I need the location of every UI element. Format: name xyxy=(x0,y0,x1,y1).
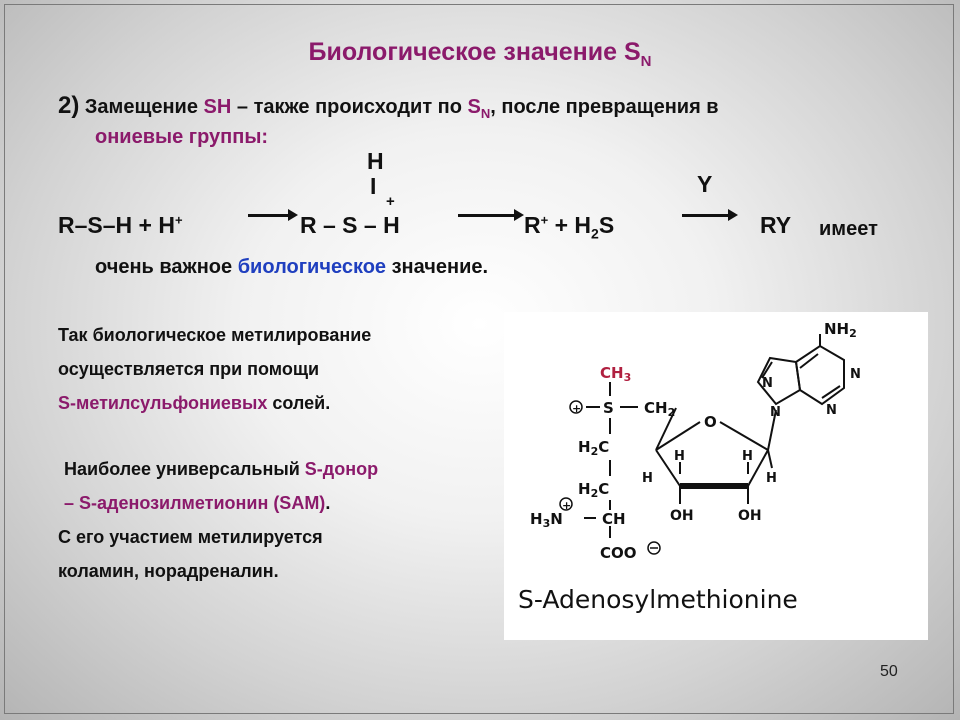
donor-line2: – S-аденозилметионин (SAM). xyxy=(64,493,331,513)
sam-structure-image: NH2 N N N N CH3 + S CH2 O H2C H2C H H H … xyxy=(504,312,928,640)
mol-h2c-1: H2C xyxy=(578,438,609,458)
sh-term: SH xyxy=(203,96,232,118)
reaction-reactant: R–S–H + H+ xyxy=(58,212,183,238)
importance-line: очень важное биологическое значение. xyxy=(95,256,489,278)
reaction-plus-charge: + xyxy=(386,193,395,210)
sn-term: SN xyxy=(467,96,491,121)
reaction-arrow-1 xyxy=(248,209,298,221)
reaction-products: R+ + H2S xyxy=(524,212,615,242)
mol-ch-label: CH xyxy=(602,510,626,528)
reaction-product-ry: RY xyxy=(760,212,792,238)
mol-n3: N xyxy=(826,403,837,418)
methylation-line1: Так биологическое метилирование xyxy=(58,325,372,345)
mol-coo-minus-circle xyxy=(647,541,661,555)
point-number: 2) xyxy=(58,92,80,119)
mol-s-plus: + xyxy=(572,402,581,415)
reaction-arrow-3 xyxy=(682,209,738,221)
mol-h-c1: H xyxy=(766,471,777,486)
mol-ch2-s-label: CH2 xyxy=(644,399,675,419)
mol-coo-label: COO xyxy=(600,544,637,562)
methylation-line2: осуществляется при помощи xyxy=(58,359,320,379)
mol-s-plus-circle xyxy=(569,400,583,414)
mol-h-c2: H xyxy=(742,449,753,464)
molecule-caption: S-Adenosylmethionine xyxy=(518,585,798,614)
donor-line4: коламин, норадреналин. xyxy=(58,561,279,581)
mol-h3n-label: H3N xyxy=(530,510,563,530)
mol-n1: N xyxy=(850,367,861,382)
mol-h-c3: H xyxy=(674,449,685,464)
slide-frame xyxy=(4,4,954,714)
mol-n-plus-circle xyxy=(559,497,573,511)
reaction-h-bond: I xyxy=(370,173,377,199)
reaction-arrow-2 xyxy=(458,209,524,221)
point2-line1: 2) Замещение SH – также происходит по SN… xyxy=(58,92,719,121)
mol-oh-1: OH xyxy=(670,508,694,524)
donor-line1: Наиболее универсальный S-донор xyxy=(64,459,379,479)
page-number: 50 xyxy=(880,663,898,680)
reaction-intermediate: R – S – H xyxy=(300,212,400,238)
reaction-reagent-y: Y xyxy=(697,171,713,197)
donor-line3: С его участием метилируется xyxy=(58,527,323,547)
mol-n7: N xyxy=(762,376,773,391)
reaction-after-text: имеет xyxy=(819,218,878,240)
mol-oh-2: OH xyxy=(738,508,762,524)
slide-title: Биологическое значение SN xyxy=(308,38,652,70)
mol-n9: N xyxy=(770,405,781,420)
mol-h2c-2: H2C xyxy=(578,480,609,500)
mol-nh2-label: NH2 xyxy=(824,320,857,340)
methylation-line3: S-метилсульфониевых солей. xyxy=(58,393,331,413)
mol-o-ring: O xyxy=(704,413,717,431)
mol-ch3-label: CH3 xyxy=(600,364,631,384)
point2-line2: ониевые группы: xyxy=(95,126,269,148)
mol-n-plus: + xyxy=(562,499,571,512)
reaction-h-top: H xyxy=(367,148,384,174)
mol-s-label: S xyxy=(603,399,614,417)
mol-h-c4: H xyxy=(642,471,653,486)
sam-structure-svg: NH2 N N N N CH3 + S CH2 O H2C H2C H H H … xyxy=(518,320,861,614)
